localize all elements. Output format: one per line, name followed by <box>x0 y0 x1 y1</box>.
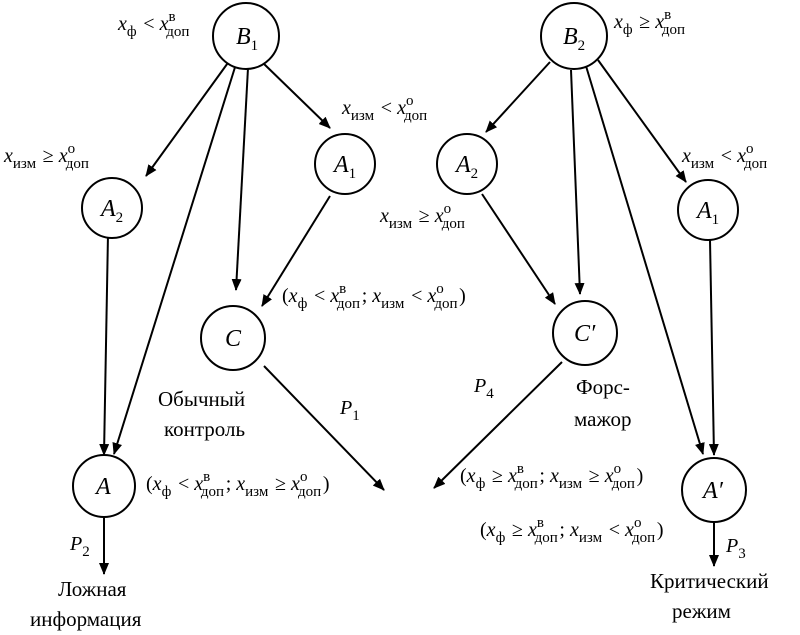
svg-text:B2: B2 <box>563 24 585 54</box>
node-b1[interactable]: B1 <box>212 2 280 70</box>
edges <box>99 59 719 575</box>
probabilities: P1 P2 P3 P4 <box>69 375 746 562</box>
edge-a1-aprime <box>708 239 719 456</box>
edge-b1-a1 <box>261 61 331 129</box>
node-b2[interactable]: B2 <box>540 2 608 70</box>
svg-text:A: A <box>94 474 111 500</box>
svg-text:A2: A2 <box>99 196 123 226</box>
node-a2-right[interactable]: A2 <box>436 133 498 195</box>
node-a[interactable]: A <box>72 454 136 518</box>
node-a1-right[interactable]: A1 <box>677 179 739 241</box>
edge-cprime-p4 <box>433 361 563 489</box>
edge-b2-a2 <box>485 61 551 133</box>
edge-a2-cprime <box>481 193 556 305</box>
caption-critical-2: режим <box>672 599 731 623</box>
edge-a1-c <box>261 195 331 307</box>
edge-b2-cprime <box>570 69 585 295</box>
captions: Обычный контроль Форс- мажор Ложная инфо… <box>30 375 769 631</box>
node-c[interactable]: C <box>200 305 266 371</box>
svg-text:A2: A2 <box>454 152 478 182</box>
svg-text:A1: A1 <box>695 198 719 228</box>
caption-normal-control-2: контроль <box>164 417 245 441</box>
svg-text:B1: B1 <box>236 24 258 54</box>
node-c-prime[interactable]: C′ <box>552 300 618 366</box>
prob-p4: P4 <box>473 375 494 402</box>
caption-false-info-1: Ложная <box>58 577 127 601</box>
caption-critical-1: Критический <box>650 569 769 593</box>
caption-normal-control-1: Обычный <box>158 387 245 411</box>
edge-b2-a1 <box>597 59 687 183</box>
edge-c-p1 <box>263 365 385 491</box>
caption-force-majeure-2: мажор <box>574 407 631 431</box>
prob-p3: P3 <box>725 535 746 562</box>
node-a2-left[interactable]: A2 <box>81 177 143 239</box>
edge-a2-a <box>99 233 110 456</box>
edge-b1-c <box>231 67 249 291</box>
svg-text:C′: C′ <box>574 321 596 347</box>
prob-p2: P2 <box>69 533 90 560</box>
node-a-prime[interactable]: A′ <box>681 457 747 523</box>
caption-false-info-2: информация <box>30 607 142 631</box>
edge-b1-a <box>112 63 237 455</box>
edge-b2-aprime <box>585 65 705 455</box>
node-a1-left[interactable]: A1 <box>314 133 376 195</box>
edge-b1-a2 <box>145 59 231 177</box>
caption-force-majeure-1: Форс- <box>576 375 630 399</box>
svg-text:C: C <box>225 326 242 352</box>
svg-text:A1: A1 <box>332 152 356 182</box>
svg-text:A′: A′ <box>701 478 724 504</box>
prob-p1: P1 <box>339 397 360 424</box>
